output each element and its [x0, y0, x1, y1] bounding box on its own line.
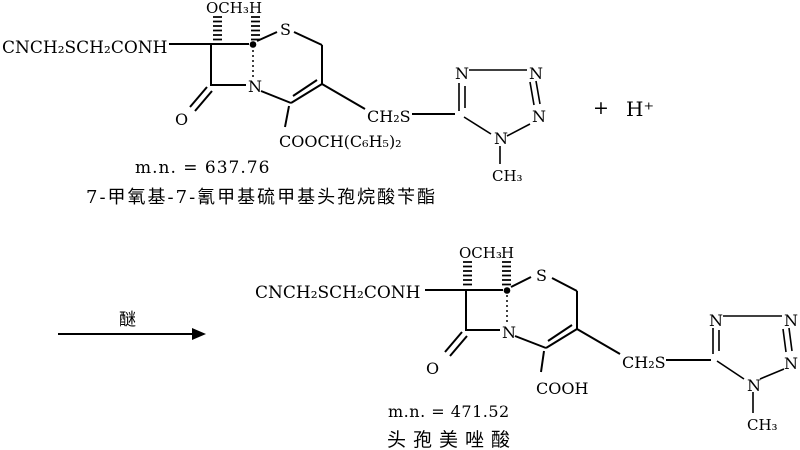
- reactant-mass-label: m.n. = 637.76: [135, 158, 270, 178]
- atom-label-stereo-h: H: [501, 244, 514, 262]
- atom-label-nitrogen: N: [502, 323, 516, 342]
- bond: [463, 69, 531, 164]
- product-mass-label: m.n. = 471.52: [388, 402, 510, 421]
- stereo-dot: [249, 41, 257, 48]
- atom-label-oxygen: O: [426, 359, 439, 378]
- dashed-wedge-bond: [213, 16, 222, 41]
- dashed-wedge-bond: [502, 261, 511, 286]
- product-tetrazole-ring: N N N N CH₃: [709, 311, 798, 434]
- atom-label-oxygen: O: [175, 110, 188, 129]
- atom-label-side-chain: CNCH₂SCH₂CONH: [255, 283, 420, 303]
- product-name-label: 头孢美唑酸: [387, 429, 517, 450]
- double-bond: [545, 324, 578, 349]
- atom-label-linker: CH₂S: [622, 353, 666, 372]
- atom-label-methoxy: OCH₃: [206, 0, 249, 17]
- atom-label-n-bottom: N: [747, 376, 761, 395]
- atom-label-n-top-left: N: [455, 64, 469, 83]
- double-bond: [189, 86, 213, 112]
- atom-label-linker: CH₂S: [367, 107, 411, 126]
- atom-label-side-chain: CNCH₂SCH₂CONH: [2, 38, 167, 58]
- plus-sign: +: [593, 97, 609, 119]
- reactant-structure: CNCH₂SCH₂CONH OCH₃ H S N O CH₂S COOCH(C₆…: [2, 0, 546, 208]
- atom-label-n-bottom: N: [494, 129, 508, 148]
- dashed-wedge-bond: [251, 16, 260, 41]
- atom-label-stereo-h: H: [249, 0, 262, 17]
- bond: [425, 276, 711, 373]
- atom-label-n-methyl: CH₃: [747, 416, 778, 434]
- double-bond: [458, 83, 466, 111]
- arrow-condition-label: 醚: [119, 310, 136, 330]
- double-bond: [712, 328, 720, 354]
- double-bond: [444, 331, 468, 357]
- double-bond: [290, 79, 323, 104]
- atom-label-sulfur: S: [280, 20, 291, 39]
- proton-label: H⁺: [626, 97, 654, 121]
- bond: [716, 315, 785, 413]
- atom-label-nitrogen: N: [248, 77, 262, 96]
- double-bond: [529, 80, 541, 106]
- bond: [169, 31, 455, 128]
- reactant-name-label: 7-甲氧基-7-氰甲基硫甲基头孢烷酸苄酯: [86, 187, 437, 208]
- product-structure: CNCH₂SCH₂CONH OCH₃ H S N O CH₂S COOH m.n…: [255, 244, 798, 450]
- stereo-dot: [503, 287, 511, 294]
- atom-label-n-top-left: N: [709, 311, 723, 330]
- atom-label-methoxy: OCH₃: [459, 244, 502, 262]
- dashed-wedge-bond: [463, 261, 472, 286]
- atom-label-acid: COOH: [536, 379, 588, 398]
- atom-label-ester: COOCH(C₆H₅)₂: [279, 132, 402, 151]
- reaction-arrow: 醚: [58, 310, 206, 340]
- reactant-tetrazole-ring: N N N N CH₃: [455, 64, 546, 185]
- atom-label-n-top-right: N: [784, 311, 798, 330]
- atom-label-n-right: N: [532, 107, 546, 126]
- arrow-head-icon: [192, 328, 206, 340]
- atom-label-n-top-right: N: [529, 64, 543, 83]
- atom-label-sulfur: S: [536, 266, 547, 285]
- atom-label-n-methyl: CH₃: [492, 167, 523, 185]
- atom-label-n-right: N: [784, 354, 798, 373]
- double-bond: [782, 327, 793, 353]
